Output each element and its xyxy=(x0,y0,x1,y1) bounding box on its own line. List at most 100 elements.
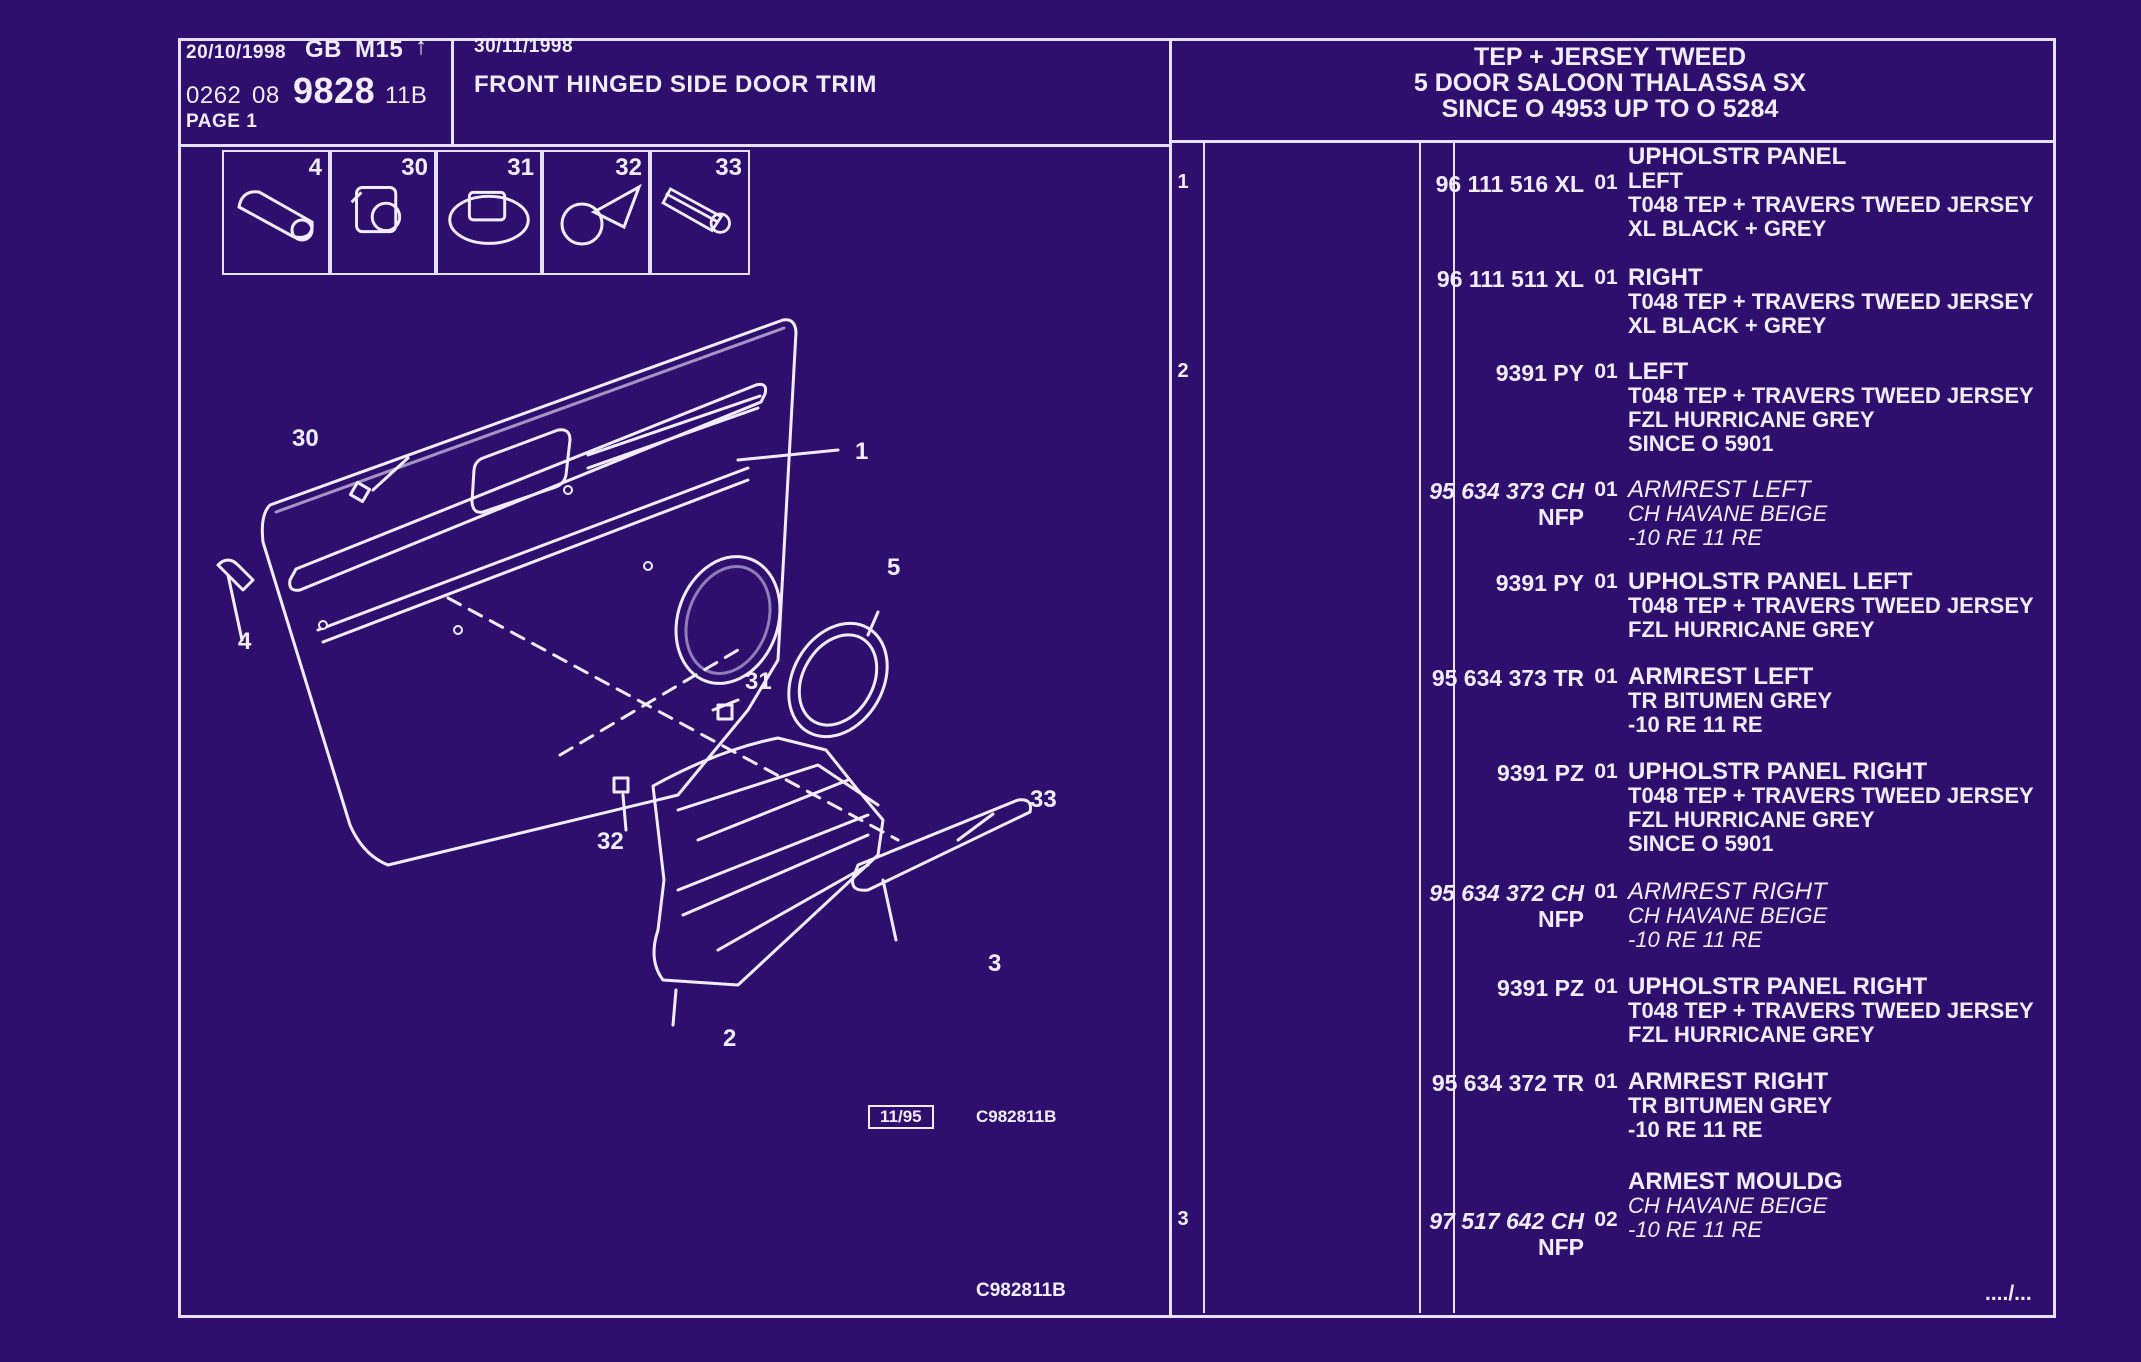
thumbnail-number: 4 xyxy=(308,154,322,181)
description-line: FZL HURRICANE GREY xyxy=(1628,1022,1875,1047)
callout-1: 1 xyxy=(855,438,869,465)
callout-2: 2 xyxy=(723,1025,737,1052)
description-line: ARMREST LEFT xyxy=(1628,476,1811,503)
variant-line-2: 5 DOOR SALOON THALASSA SX xyxy=(1413,69,1807,97)
description-line: FZL HURRICANE GREY xyxy=(1628,617,1875,642)
header-revision-date: 30/11/1998 xyxy=(474,36,574,57)
thumbnail-part-4: 4 xyxy=(222,150,330,275)
description-line: -10 RE 11 RE xyxy=(1628,927,1763,952)
item-index: 3 xyxy=(1177,1208,1189,1230)
part-quantity: 01 xyxy=(1594,570,1618,593)
part-quantity: 01 xyxy=(1594,171,1618,194)
nfp-flag: NFP xyxy=(1538,906,1584,932)
col-line-desc xyxy=(1453,143,1455,1313)
catalog-sheet xyxy=(178,38,2056,1318)
part-reference: 9391 PY xyxy=(1495,360,1584,386)
description-line: T048 TEP + TRAVERS TWEED JERSEY xyxy=(1628,383,2034,408)
description-line: SINCE O 5901 xyxy=(1628,831,1774,856)
part-quantity: 01 xyxy=(1594,1070,1618,1093)
header-bottom-left xyxy=(181,144,1169,147)
part-quantity: 01 xyxy=(1594,975,1618,998)
description-line: UPHOLSTR PANEL RIGHT xyxy=(1628,973,1928,1000)
callout-31: 31 xyxy=(745,668,772,695)
part-quantity: 01 xyxy=(1594,266,1618,289)
description-line: UPHOLSTR PANEL RIGHT xyxy=(1628,758,1928,785)
part-reference: 95 634 372 CH xyxy=(1429,880,1584,906)
description-line: UPHOLSTR PANEL LEFT xyxy=(1628,568,1913,595)
part-32-icon xyxy=(560,183,642,246)
description-line: FZL HURRICANE GREY xyxy=(1628,407,1875,432)
header-bottom-right xyxy=(1171,140,2055,143)
variant-line-1: TEP + JERSEY TWEED xyxy=(1473,43,1747,71)
description-line: LEFT xyxy=(1628,358,1688,385)
thumbnail-number: 30 xyxy=(401,154,428,181)
thumbnail-number: 33 xyxy=(715,154,742,181)
armrest-shape xyxy=(651,736,885,987)
diagram-stamp: 11/95 xyxy=(868,1105,934,1129)
nfp-flag: NFP xyxy=(1538,1234,1584,1260)
description-line: -10 RE 11 RE xyxy=(1628,525,1763,550)
part-quantity: 01 xyxy=(1594,880,1618,903)
part-quantity: 01 xyxy=(1594,360,1618,383)
header-model: M15 xyxy=(355,36,404,63)
description-line: SINCE O 5901 xyxy=(1628,431,1774,456)
thumbnail-number: 31 xyxy=(507,154,534,181)
header-suffix: 11B xyxy=(385,82,428,109)
part-reference: 9391 PZ xyxy=(1497,975,1584,1001)
callout-33: 33 xyxy=(1030,786,1057,813)
part-4-icon xyxy=(237,190,314,242)
header-divider xyxy=(451,41,454,145)
description-line: ARMREST RIGHT xyxy=(1628,1068,1828,1095)
item-index: 1 xyxy=(1177,171,1189,193)
thumbnail-number: 32 xyxy=(615,154,642,181)
description-line: TR BITUMEN GREY xyxy=(1628,688,1833,713)
header-group: 0262 xyxy=(186,82,242,109)
callout-3: 3 xyxy=(988,950,1002,977)
description-line: ARMREST LEFT xyxy=(1628,663,1814,690)
part-quantity: 01 xyxy=(1594,760,1618,783)
part-quantity: 01 xyxy=(1594,665,1618,688)
col-line-index xyxy=(1203,143,1205,1313)
part-reference: 95 634 373 CH xyxy=(1429,478,1584,504)
description-line: ARMREST RIGHT xyxy=(1628,878,1827,905)
part-33-icon xyxy=(661,187,731,234)
description-line: -10 RE 11 RE xyxy=(1628,1117,1763,1142)
description-line: T048 TEP + TRAVERS TWEED JERSEY xyxy=(1628,192,2034,217)
description-line: CH HAVANE BEIGE xyxy=(1628,903,1828,928)
thumbnail-part-33: 33 xyxy=(650,150,750,275)
part-30-icon xyxy=(350,186,402,234)
door-trim-diagram xyxy=(216,318,1032,1027)
part-reference: 96 111 511 XL xyxy=(1436,266,1584,292)
header-date: 20/10/1998 xyxy=(186,42,287,63)
page-title: FRONT HINGED SIDE DOOR TRIM xyxy=(474,71,877,98)
thumbnail-part-30: 30 xyxy=(330,150,436,275)
part-heading: UPHOLSTR PANEL xyxy=(1628,143,1847,170)
description-line: T048 TEP + TRAVERS TWEED JERSEY xyxy=(1628,998,2034,1023)
part-31-icon xyxy=(448,190,530,245)
description-line: FZL HURRICANE GREY xyxy=(1628,807,1875,832)
header-market: GB xyxy=(305,36,342,63)
thumbnail-part-32: 32 xyxy=(542,150,650,275)
continuation-mark: ..../... xyxy=(1985,1282,2032,1305)
diagram-ref-bottom: C982811B xyxy=(976,1280,1066,1301)
description-line: CH HAVANE BEIGE xyxy=(1628,1193,1828,1218)
door-panel-shape xyxy=(260,318,798,867)
part-reference: 9391 PZ xyxy=(1497,760,1584,786)
description-line: T048 TEP + TRAVERS TWEED JERSEY xyxy=(1628,783,2034,808)
part-quantity: 01 xyxy=(1594,478,1618,501)
description-line: XL BLACK + GREY xyxy=(1628,313,1827,338)
thumbnail-part-31: 31 xyxy=(436,150,542,275)
item-index: 2 xyxy=(1177,360,1189,382)
description-line: T048 TEP + TRAVERS TWEED JERSEY xyxy=(1628,289,2034,314)
main-divider xyxy=(1169,41,1172,1315)
